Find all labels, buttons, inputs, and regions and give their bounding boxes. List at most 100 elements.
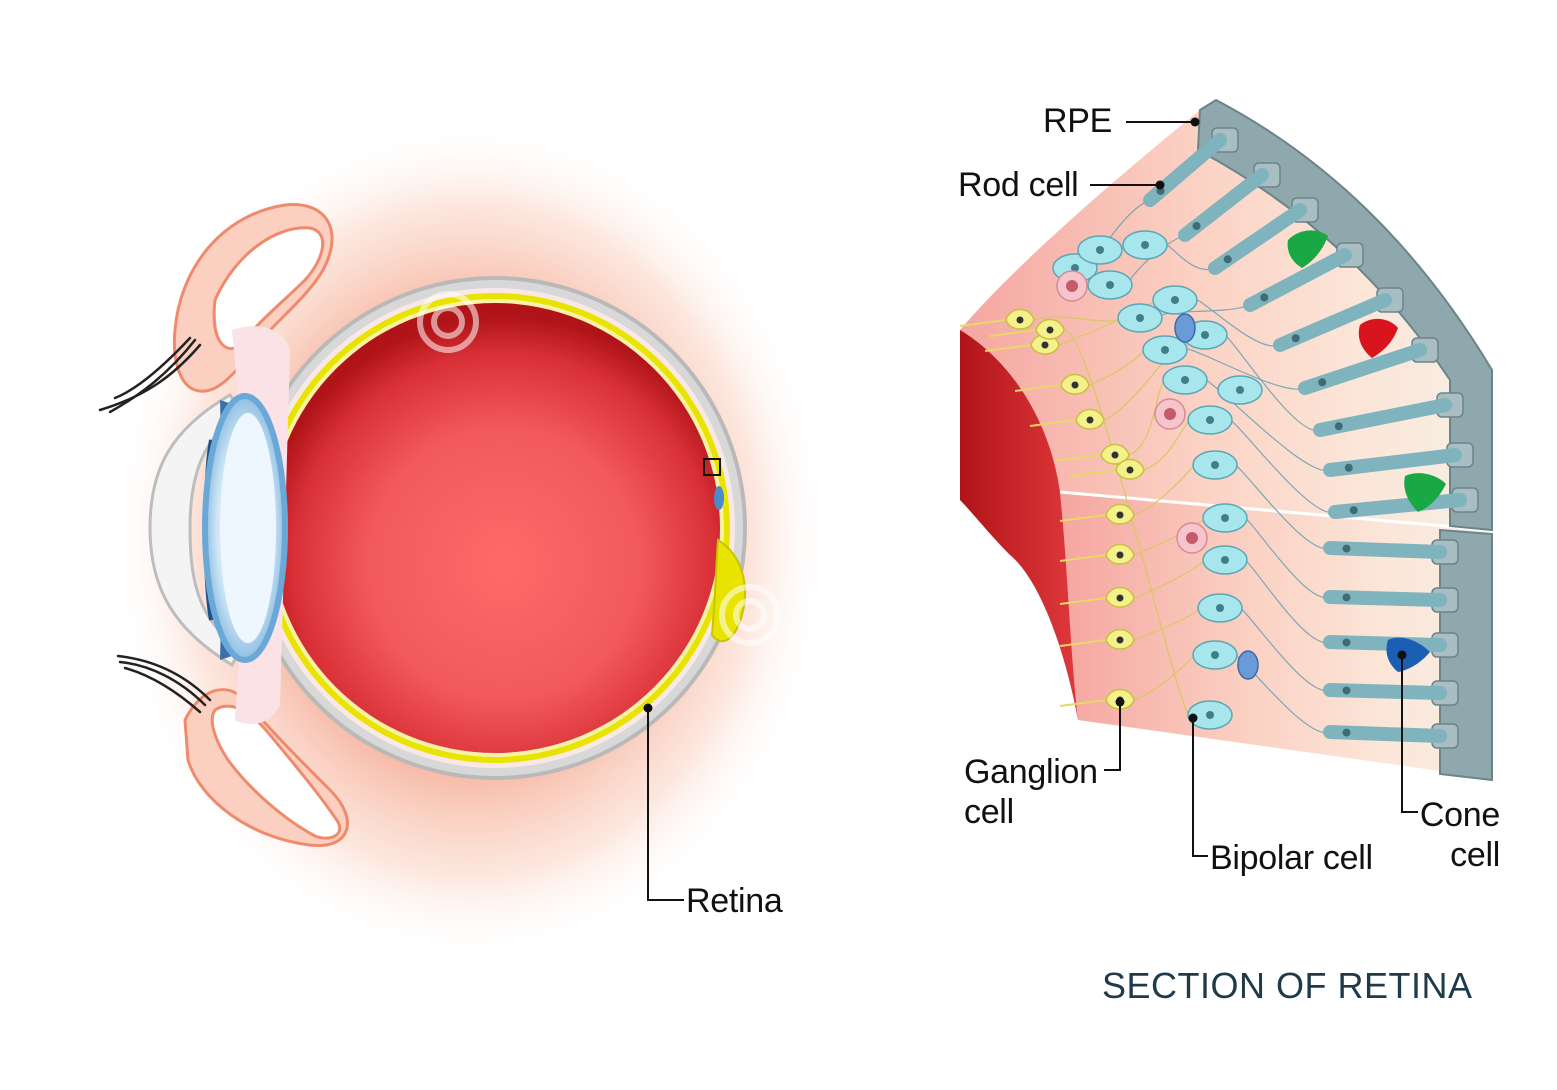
bipolar-nucleus [1096, 246, 1104, 254]
bipolar-cell-label: Bipolar cell [1210, 839, 1373, 877]
sector-divider [1059, 490, 1491, 532]
bipolar-nucleus [1221, 514, 1229, 522]
ganglion-nucleus [1046, 326, 1054, 334]
rod-nucleus [1349, 506, 1358, 515]
ganglion-nucleus [1116, 594, 1124, 602]
ganglion-dendrite [1063, 329, 1191, 716]
ganglion-nucleus [1116, 551, 1124, 559]
rod-nucleus [1334, 422, 1343, 431]
rod-nucleus [1192, 222, 1201, 230]
ganglion-label-line1: Ganglion [964, 753, 1098, 791]
cone-cell-green-1 [1287, 230, 1328, 268]
lens-core [220, 413, 276, 643]
cornea [148, 392, 242, 668]
cone-cell-green-2 [1404, 473, 1446, 512]
ganglion-dendrite [1143, 419, 1191, 471]
bipolar-nucleus [1211, 651, 1219, 659]
ganglion-axon [1059, 514, 1107, 522]
retina-section [959, 98, 1493, 857]
bipolar-nucleus [1236, 386, 1244, 394]
watermark-swirls [417, 291, 781, 646]
ganglion-axon [1059, 597, 1107, 605]
ganglion-axon [1054, 454, 1102, 462]
rod-nucleus [1344, 463, 1353, 472]
bipolar-nucleus [1181, 376, 1189, 384]
ganglion-nucleus [1016, 316, 1024, 324]
amacrine-nucleus [1066, 280, 1078, 292]
ganglion-axon [959, 319, 1007, 327]
vitreous-body [270, 303, 720, 753]
ganglion-axon [989, 329, 1037, 337]
cone-label-line2: cell [1450, 836, 1500, 874]
upper-eyelid-inner [212, 226, 325, 350]
rpe-label: RPE [1043, 102, 1113, 140]
eye-cross-section [98, 120, 830, 960]
bipolar-nucleus [1216, 604, 1224, 612]
upper-eyelashes [98, 336, 202, 414]
ganglion-nucleus [1116, 511, 1124, 519]
cone-cell-red [1358, 318, 1398, 358]
ganglion-axon [1014, 384, 1062, 392]
ganglion-axon [984, 344, 1032, 352]
bipolar-nucleus [1206, 711, 1214, 719]
fovea [714, 486, 724, 510]
ganglion-cell-label: Ganglion cell [964, 752, 1098, 832]
retina-leader-dot [643, 703, 653, 713]
bipolar-nucleus [1106, 281, 1114, 289]
vitreous-wall [960, 330, 1078, 720]
ganglion-axon [1059, 639, 1107, 647]
horizontal-cell [1237, 650, 1259, 680]
lower-eyelid-inner [210, 704, 342, 840]
bipolar-nucleus [1211, 461, 1219, 469]
retina-label: Retina [686, 882, 783, 920]
ganglion-nucleus [1126, 466, 1134, 474]
bipolar-nucleus [1071, 264, 1079, 272]
rod-cells [1143, 133, 1467, 743]
ganglion-label-line2: cell [964, 793, 1014, 831]
bipolar-nucleus [1221, 556, 1229, 564]
rod-cell-label: Rod cell [958, 166, 1079, 204]
bipolar-nucleus [1136, 314, 1144, 322]
bipolar-nucleus [1206, 416, 1214, 424]
ganglion-dendrite [1133, 559, 1206, 599]
leader-lines [1090, 121, 1418, 857]
ganglion-axon [1069, 469, 1117, 477]
rod-nucleus [1342, 638, 1351, 647]
ganglion-dendrite [1088, 349, 1146, 386]
ganglion-dendrite [1033, 316, 1121, 322]
bipolar-nucleus [1141, 241, 1149, 249]
rod-nucleus [1291, 334, 1300, 343]
ganglion-nucleus [1111, 451, 1119, 459]
ganglion-axon [1029, 419, 1077, 427]
ganglion-dendrite [1133, 654, 1196, 701]
rod-nucleus [1342, 593, 1351, 602]
leader-dots [1115, 117, 1407, 723]
ganglion-dendrite [1058, 299, 1156, 346]
section-title: SECTION OF RETINA [1102, 965, 1473, 1006]
horizontal-cell [1174, 313, 1196, 343]
bipolar-nucleus [1161, 346, 1169, 354]
bipolar-nucleus [1201, 331, 1209, 339]
bipolar-cells [1052, 230, 1263, 730]
ganglion-axon [1059, 699, 1107, 707]
ganglion-nucleus [1116, 636, 1124, 644]
lower-eyelashes [116, 654, 212, 714]
ganglion-nucleus [1086, 416, 1094, 424]
cone-leader-line [1401, 657, 1418, 813]
ganglion-nucleus [1071, 381, 1079, 389]
ganglion-leader-line [1104, 702, 1121, 771]
ganglion-cells [1005, 308, 1145, 710]
retina-lower-sector [1060, 492, 1490, 778]
ganglion-dendrite [1133, 464, 1196, 516]
rod-nucleus [1342, 686, 1351, 695]
rod-nucleus [1260, 293, 1269, 302]
ganglion-dendrite [1133, 607, 1201, 641]
cone-label-line1: Cone [1419, 796, 1500, 834]
synapse-fiber [1202, 379, 1331, 471]
rod-nucleus [1342, 544, 1351, 553]
bipolar-leader-line [1192, 718, 1208, 857]
retina-section-marker [703, 458, 721, 476]
ganglion-axon [1059, 554, 1107, 562]
cone-cell-blue [1386, 637, 1430, 672]
